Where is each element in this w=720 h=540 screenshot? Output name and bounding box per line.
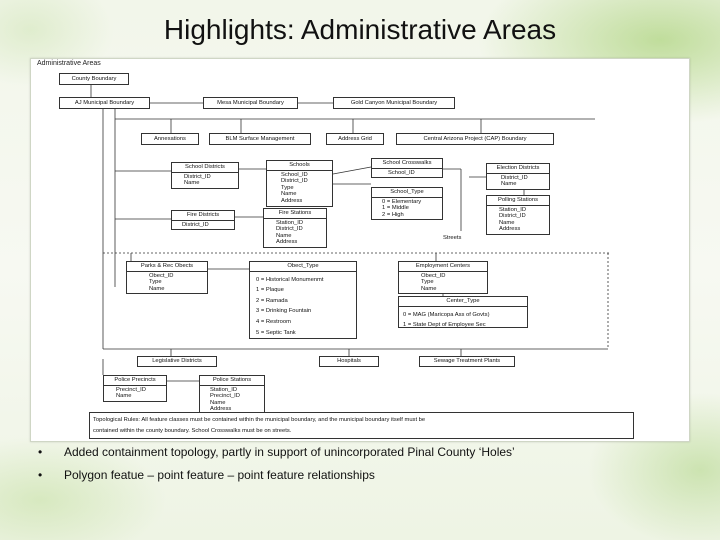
field: Precinct_ID <box>210 393 240 400</box>
field: District_ID <box>182 221 209 228</box>
field: Name <box>499 219 515 226</box>
field: Station_ID <box>499 206 527 213</box>
bullet-text: Added containment topology, partly in su… <box>64 445 515 459</box>
connector-schools-crosswalk <box>332 166 372 175</box>
field: Name <box>276 232 292 239</box>
school-districts-title: School Districts <box>172 163 238 173</box>
rules-line: Topological Rules: All feature classes m… <box>93 417 426 423</box>
police-precincts-title: Police Precincts <box>104 376 166 386</box>
field: Name <box>184 180 200 187</box>
bullet-text: Polygon featue – point feature – point f… <box>64 468 375 482</box>
field: 2 = High <box>382 211 404 218</box>
police-stations-title: Police Stations <box>200 376 264 386</box>
bullet-marker: • <box>38 468 43 482</box>
field: District_ID <box>276 226 303 233</box>
address-grid-box: Address Grid <box>326 133 384 145</box>
gold-canyon-box: Gold Canyon Municipal Boundary <box>333 97 455 109</box>
field: School_ID <box>388 169 415 176</box>
field: District_ID <box>499 213 526 220</box>
field: 4 = Restroom <box>256 318 291 325</box>
election-districts-box: Election Districts District_ID Name <box>486 163 550 190</box>
topological-rules-box: Topological Rules: All feature classes m… <box>89 412 634 439</box>
school-crosswalks-box: School Crosswalks School_ID <box>371 158 443 179</box>
county-boundary-box: County Boundary <box>59 73 129 85</box>
cap-box: Central Arizona Project (CAP) Boundary <box>396 133 554 145</box>
mesa-municipal-box: Mesa Municipal Boundary <box>203 97 298 109</box>
field: Type <box>149 279 162 286</box>
hospitals-box: Hospitals <box>319 356 379 367</box>
field: 1 = State Dept of Employee Sec <box>403 322 486 329</box>
school-districts-box: School Districts District_ID Name <box>171 162 239 189</box>
school-crosswalks-title: School Crosswalks <box>372 159 442 169</box>
polling-stations-title: Polling Stations <box>487 196 549 206</box>
employment-centers-title: Employment Centers <box>399 262 487 272</box>
field: Obect_ID <box>149 272 174 279</box>
field: 0 = Elementary <box>382 198 422 205</box>
field: Address <box>281 197 303 204</box>
employment-centers-box: Employment Centers Obect_ID Type Name <box>398 261 488 295</box>
rules-line: contained within the county boundary. Sc… <box>93 428 292 434</box>
field: District_ID <box>281 178 308 185</box>
school-type-box: School_Type 0 = Elementary 1 = Middle 2 … <box>371 187 443 221</box>
aj-municipal-box: AJ Municipal Boundary <box>59 97 150 109</box>
school-type-title: School_Type <box>372 188 442 198</box>
election-districts-title: Election Districts <box>487 164 549 174</box>
object-type-title: Obect_Type <box>250 262 356 272</box>
field: Precinct_ID <box>116 386 146 393</box>
fire-districts-box: Fire Districts District_ID <box>171 210 235 231</box>
bullet-list: • Added containment topology, partly in … <box>38 445 678 491</box>
bullet-item: • Polygon featue – point feature – point… <box>38 468 678 482</box>
field: Address <box>210 406 232 413</box>
field: Name <box>281 191 297 198</box>
field: Address <box>276 239 298 246</box>
field: Station_ID <box>210 386 238 393</box>
field: Name <box>421 285 437 292</box>
field: 1 = Plaque <box>256 287 284 294</box>
sewage-box: Sewage Treatment Plants <box>419 356 515 367</box>
parks-rec-title: Parks & Rec Obects <box>127 262 207 272</box>
fire-stations-box: Fire Stations Station_ID District_ID Nam… <box>263 208 327 248</box>
schools-box: Schools School_ID District_ID Type Name … <box>266 160 333 207</box>
diagram-heading: Administrative Areas <box>37 60 101 67</box>
connector-lines <box>90 85 611 382</box>
police-precincts-box: Police Precincts Precinct_ID Name <box>103 375 167 402</box>
legislative-districts-box: Legislative Districts <box>137 356 217 367</box>
field: School_ID <box>281 171 308 178</box>
field: Name <box>210 399 226 406</box>
annexations-box: Annexations <box>141 133 199 145</box>
slide-title: Highlights: Administrative Areas <box>163 14 557 45</box>
field: 0 = Historical Monumenmt <box>256 276 324 283</box>
center-type-box: Center_Type 0 = MAG (Maricopa Ass of Gov… <box>398 296 528 328</box>
polling-stations-box: Polling Stations Station_ID District_ID … <box>486 195 550 235</box>
field: Type <box>421 279 434 286</box>
fire-districts-title: Fire Districts <box>172 211 234 221</box>
field: Name <box>116 393 132 400</box>
field: Name <box>501 181 517 188</box>
field: District_ID <box>501 174 528 181</box>
diagram-figure: Administrative Areas County Boundary AJ … <box>30 58 690 442</box>
streets-label: Streets <box>443 235 462 241</box>
field: District_ID <box>184 173 211 180</box>
center-type-title: Center_Type <box>399 297 527 307</box>
bullet-marker: • <box>38 445 43 459</box>
field: Type <box>281 184 294 191</box>
object-type-box: Obect_Type 0 = Historical Monumenmt 1 = … <box>249 261 357 339</box>
field: 5 = Septic Tank <box>256 329 296 336</box>
fire-stations-title: Fire Stations <box>264 209 326 219</box>
field: 3 = Drinking Fountain <box>256 308 312 315</box>
blm-box: BLM Surface Management <box>209 133 311 145</box>
police-stations-box: Police Stations Station_ID Precinct_ID N… <box>199 375 265 415</box>
field: 0 = MAG (Maricopa Ass of Govts) <box>403 311 490 318</box>
field: Name <box>149 285 165 292</box>
field: Station_ID <box>276 219 304 226</box>
schools-title: Schools <box>267 161 332 171</box>
parks-rec-box: Parks & Rec Obects Obect_ID Type Name <box>126 261 208 295</box>
field: Obect_ID <box>421 272 446 279</box>
field: 2 = Ramada <box>256 297 288 304</box>
field: 1 = Middle <box>382 205 409 212</box>
bullet-item: • Added containment topology, partly in … <box>38 445 678 459</box>
field: Address <box>499 226 521 233</box>
